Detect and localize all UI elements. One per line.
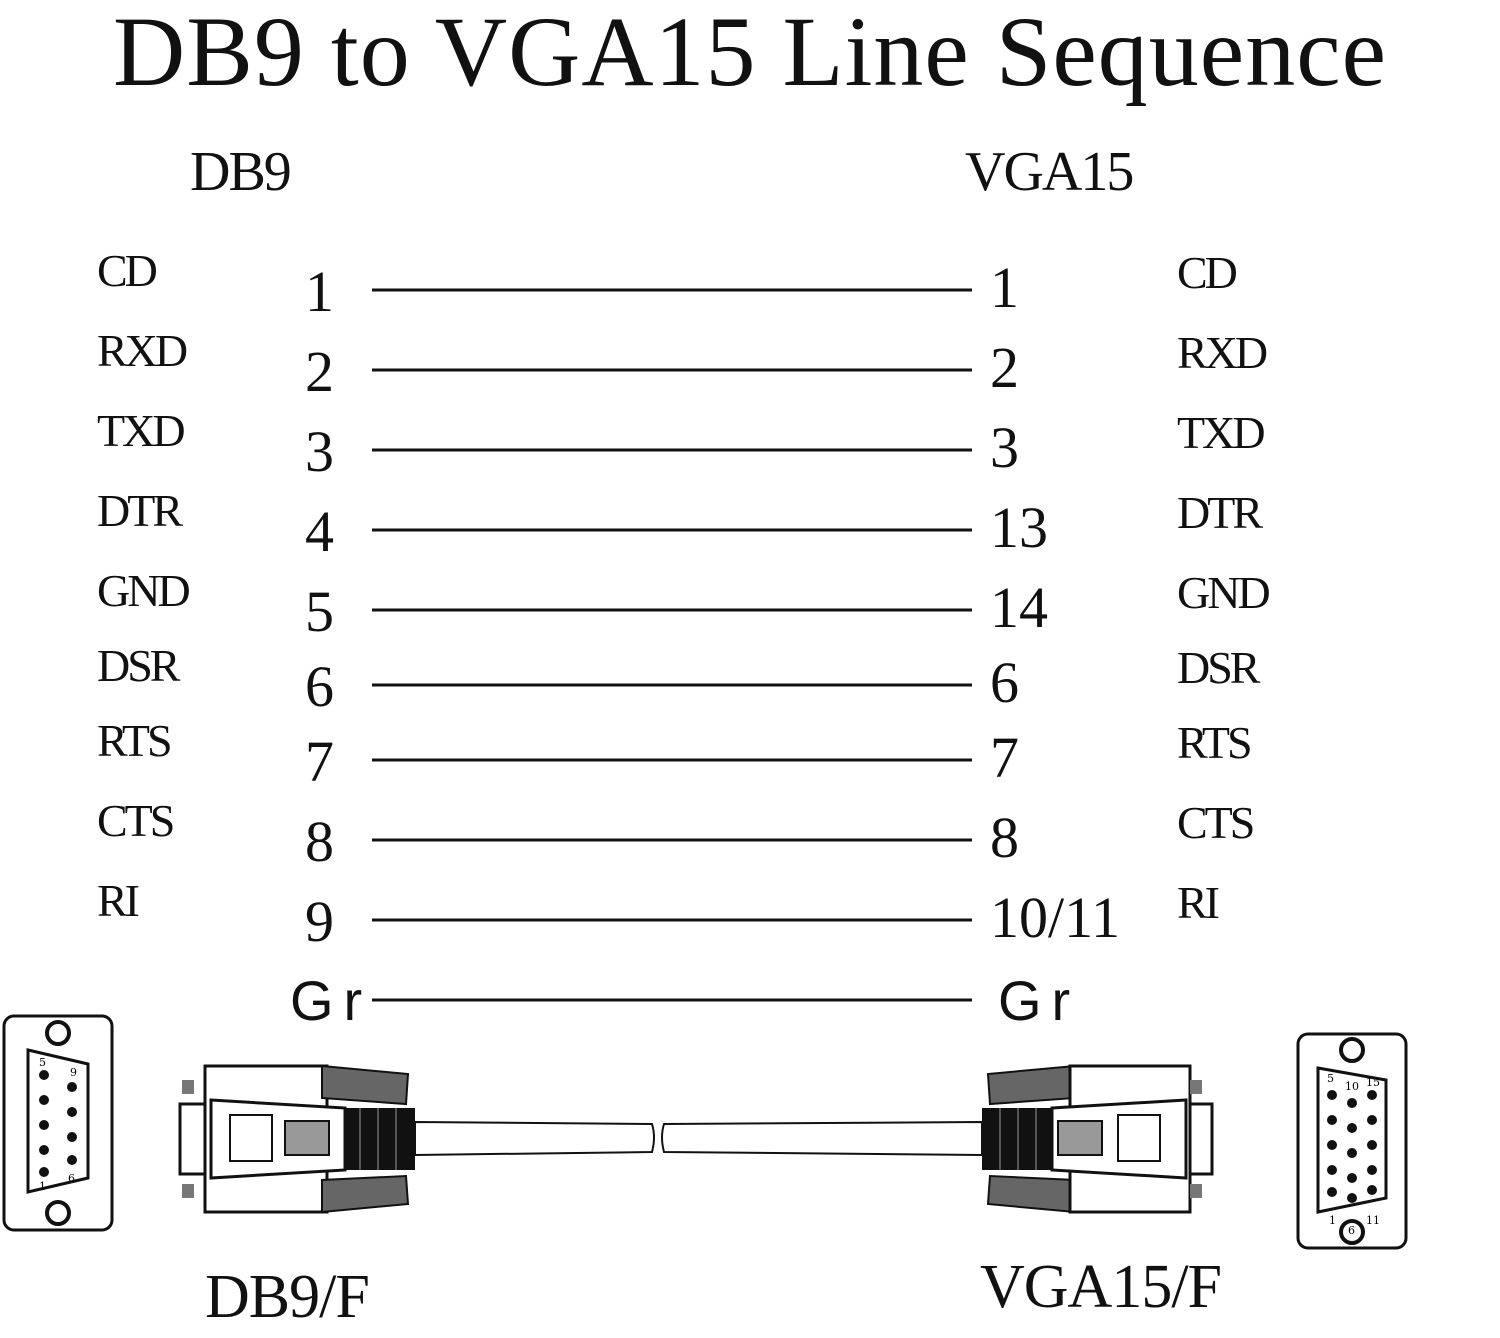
left-signal-label: RI	[97, 875, 140, 926]
db9-header: DB9	[190, 141, 292, 203]
db9-face-label: 6	[68, 1172, 75, 1185]
right-pin-number: 3	[990, 415, 1019, 480]
left-signal-label: DTR	[97, 485, 183, 536]
vga15-face-label: 1	[1329, 1214, 1336, 1227]
left-signal-label: RXD	[97, 325, 188, 376]
right-pin-number: 8	[990, 805, 1019, 870]
right-shield-label: Gr	[998, 969, 1081, 1032]
right-pin-number: 13	[990, 495, 1048, 560]
left-shield-label: Gr	[290, 969, 373, 1032]
right-signal-label: DSR	[1177, 642, 1261, 693]
vga15-face-label: 11	[1366, 1214, 1380, 1227]
vga15-header: VGA15	[965, 141, 1134, 203]
right-signal-label: RTS	[1177, 717, 1253, 768]
db9-face-label: 5	[39, 1056, 46, 1069]
right-signal-label: DTR	[1177, 487, 1263, 538]
left-pin-number: 1	[305, 259, 334, 324]
left-signal-label: GND	[97, 565, 191, 616]
right-signal-label: RI	[1177, 877, 1220, 928]
db9-plug-icon	[178, 1064, 415, 1214]
left-pin-number: 3	[305, 419, 334, 484]
left-pin-number: 2	[305, 339, 334, 404]
right-pin-number: 6	[990, 650, 1019, 715]
vga15-face-label: 6	[1348, 1224, 1355, 1237]
right-signal-label: GND	[1177, 567, 1271, 618]
left-signal-label: TXD	[97, 405, 186, 456]
left-signal-label: RTS	[97, 715, 173, 766]
right-pin-number: 10/11	[990, 885, 1120, 950]
left-pin-number: 6	[305, 654, 334, 719]
db9-face-icon: 5 9 1 6	[2, 1014, 114, 1232]
left-pin-number: 5	[305, 579, 334, 644]
vga15-face-label: 5	[1327, 1072, 1334, 1085]
vga15-female-caption: VGA15/F	[980, 1253, 1222, 1321]
left-pin-number: 8	[305, 809, 334, 874]
left-signal-label: CTS	[97, 795, 175, 846]
db9-face-label: 1	[39, 1180, 46, 1193]
db9-face-label: 9	[70, 1066, 77, 1079]
right-signal-label: RXD	[1177, 327, 1268, 378]
cable-icon	[414, 1120, 983, 1157]
wire-lines	[372, 288, 972, 922]
right-pin-number: 2	[990, 335, 1019, 400]
left-pin-number: 4	[305, 499, 334, 564]
left-pin-number: 7	[305, 729, 334, 794]
right-signal-label: CTS	[1177, 797, 1255, 848]
right-signal-label: CD	[1177, 247, 1238, 298]
left-pin-number: 9	[305, 889, 334, 954]
vga15-face-icon: 5 10 15 1 6 11	[1296, 1032, 1408, 1250]
left-signal-label: DSR	[97, 640, 181, 691]
diagram-title: DB9 to VGA15 Line Sequence	[113, 0, 1387, 107]
left-signal-label: CD	[97, 245, 158, 296]
db9-female-caption: DB9/F	[205, 1263, 370, 1331]
right-pin-number: 14	[990, 575, 1048, 640]
vga15-plug-icon	[982, 1064, 1214, 1214]
right-pin-number: 7	[990, 725, 1019, 790]
vga15-face-label: 10	[1345, 1080, 1359, 1093]
vga15-face-label: 15	[1366, 1076, 1380, 1089]
right-pin-number: 1	[990, 255, 1019, 320]
right-signal-label: TXD	[1177, 407, 1266, 458]
